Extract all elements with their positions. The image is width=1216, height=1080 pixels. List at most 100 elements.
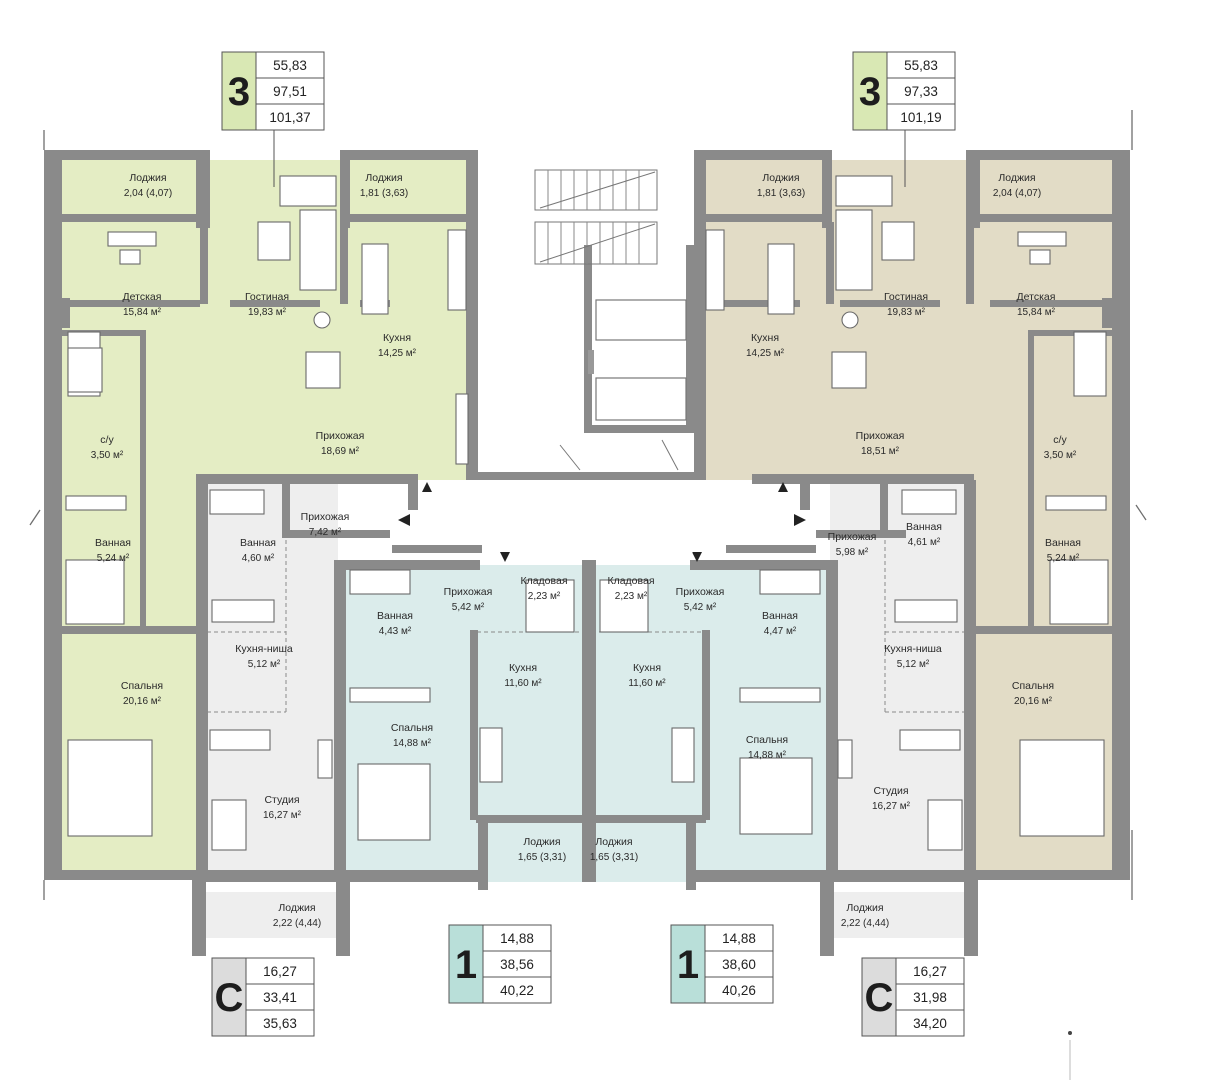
room-area: 2,04 (4,07)	[993, 188, 1041, 199]
entrance-arrows	[398, 482, 806, 562]
room-area: 4,47 м²	[764, 626, 797, 637]
room-area: 4,61 м²	[908, 537, 941, 548]
apartment-type: 1	[677, 943, 699, 987]
room-name: Лоджия	[998, 172, 1035, 184]
room-name: с/у	[100, 434, 114, 446]
room-area: 14,88 м²	[393, 738, 432, 749]
room-area: 2,22 (4,44)	[273, 918, 321, 929]
room-area: 1,81 (3,63)	[757, 188, 805, 199]
fill-3room-left	[62, 160, 470, 878]
apartment-area-value: 97,51	[273, 84, 307, 99]
room-name: Кухня-ниша	[235, 643, 293, 655]
room-label: с/у3,50 м²	[91, 434, 124, 461]
room-area: 5,24 м²	[1047, 553, 1080, 564]
room-name: Кухня	[509, 662, 537, 674]
room-label: Ванная 4,61 м²	[906, 521, 942, 548]
room-name: Кухня	[751, 332, 779, 344]
room-name: Прихожая	[828, 531, 877, 543]
apartment-area-value: 38,56	[500, 957, 534, 972]
room-name: Студия	[264, 794, 299, 806]
room-name: Кухня-ниша	[884, 643, 942, 655]
room-name: Ванная	[762, 610, 798, 622]
room-label: Лоджия 2,22 (4,44)	[841, 902, 889, 929]
room-label: Кухня-ниша 5,12 м²	[884, 643, 942, 670]
room-label: Ванная 4,43 м²	[377, 610, 413, 637]
apartment-area-value: 97,33	[904, 84, 938, 99]
room-area: 19,83 м²	[248, 307, 287, 318]
room-name: Спальня	[746, 734, 788, 746]
apartment-area-value: 31,98	[913, 990, 947, 1005]
room-name: Прихожая	[676, 586, 725, 598]
room-area: 1,81 (3,63)	[360, 188, 408, 199]
room-name: Ванная	[906, 521, 942, 533]
room-name: Детская	[123, 291, 162, 303]
apartment-type: C	[215, 976, 244, 1020]
room-area: 20,16 м²	[1014, 696, 1053, 707]
room-area: 2,04 (4,07)	[124, 188, 172, 199]
fill-loggia-1room-right	[592, 832, 690, 882]
furniture	[65, 175, 1109, 851]
room-label: Лоджия 1,81 (3,63)	[360, 172, 408, 199]
room-name: Ванная	[377, 610, 413, 622]
room-label: Прихожая 18,51 м²	[856, 430, 905, 457]
apartment-type: 3	[859, 70, 881, 114]
room-area: 2,22 (4,44)	[841, 918, 889, 929]
stairs	[534, 169, 687, 471]
room-name: Лоджия	[846, 902, 883, 914]
apartment-area-value: 101,19	[900, 110, 941, 125]
apartment-area-value: 14,88	[500, 931, 534, 946]
room-area: 19,83 м²	[887, 307, 926, 318]
room-name: Лоджия	[762, 172, 799, 184]
room-name: Спальня	[1012, 680, 1054, 692]
room-name: Прихожая	[856, 430, 905, 442]
room-name: Лоджия	[365, 172, 402, 184]
apartment-area-value: 40,22	[500, 983, 534, 998]
walls	[44, 150, 1130, 956]
apartment-area-value: 14,88	[722, 931, 756, 946]
room-area: 14,88 м²	[748, 750, 787, 761]
room-area: 18,51 м²	[861, 446, 900, 457]
room-area: 5,12 м²	[897, 659, 930, 670]
room-name: Прихожая	[301, 511, 350, 523]
apartment-area-value: 101,37	[269, 110, 310, 125]
watermark: ВЛАДИС	[541, 525, 699, 563]
room-area: 5,98 м²	[836, 547, 869, 558]
room-name: с/у	[1053, 434, 1067, 446]
room-name: Спальня	[121, 680, 163, 692]
room-area: 16,27 м²	[872, 801, 911, 812]
room-area: 4,43 м²	[379, 626, 412, 637]
room-area: 11,60 м²	[628, 678, 666, 689]
room-name: Детская	[1017, 291, 1056, 303]
apartment-tags: 355,8397,51101,37355,8397,33101,19C16,27…	[211, 51, 965, 1037]
room-name: Гостиная	[245, 291, 289, 303]
apartment-area-value: 16,27	[913, 964, 947, 979]
apartment-area-value: 33,41	[263, 990, 297, 1005]
apartment-area-value: 35,63	[263, 1016, 297, 1031]
room-label: Ванная 4,47 м²	[762, 610, 798, 637]
room-name: Кухня	[383, 332, 411, 344]
room-area: 14,25 м²	[378, 348, 417, 359]
room-name: Ванная	[240, 537, 276, 549]
room-label: Кухня 14,25 м²	[378, 332, 417, 359]
fill-3room-right	[705, 160, 1112, 878]
room-area: 2,23 м²	[528, 591, 561, 602]
room-name: Кухня	[633, 662, 661, 674]
room-area: 18,69 м²	[321, 446, 360, 457]
room-label: с/у3,50 м²	[1044, 434, 1077, 461]
